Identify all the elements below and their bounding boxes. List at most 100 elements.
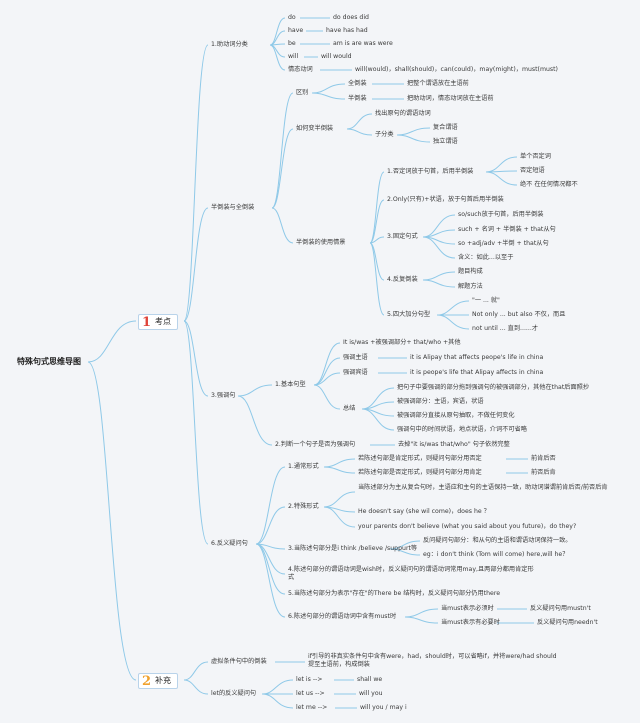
aux-val[interactable]: will would [321,53,352,60]
emp-b2-ex[interactable]: it is Alipay that affects peope's life i… [410,354,544,361]
tag-t1-b[interactable]: 若陈述句部是否定形式，则疑问句部分用肯定 [358,469,482,476]
topic-aux[interactable]: 1.助动词分类 [211,41,248,48]
emp-b1[interactable]: It is/was +被强调部分+ that/who +其他 [343,339,461,346]
aux-val[interactable]: do does did [333,14,369,21]
tag-t6-a[interactable]: 当must表示必须时 [441,605,494,612]
tag-t6[interactable]: 6.陈述句部分的谓语动词中含有must时 [288,613,397,620]
section-label: 考点 [155,317,172,326]
inv-u5-a[interactable]: "一 ... 就" [472,297,500,304]
aux-key[interactable]: 情态动词 [288,66,313,73]
emp-s2[interactable]: 被强调部分：主语，宾语，状语 [397,398,484,405]
emp-basic[interactable]: 1.基本句型 [275,381,306,388]
aux-val[interactable]: am is are was were [333,40,393,47]
lets-key[interactable]: let us --> [296,690,325,697]
inv-u1-a[interactable]: 单个否定词 [520,153,551,160]
emp-b2[interactable]: 强调主语 [343,354,368,361]
tag-t1-a2[interactable]: 前肯后否 [531,455,556,462]
emp-summary[interactable]: 总结 [343,405,356,412]
tag-t3-b[interactable]: eg：i don't think (Tom will come) here,wi… [423,551,569,558]
aux-val[interactable]: will(would)，shall(should)，can(could)，may… [355,66,558,73]
inv-u5-b[interactable]: Not only ... but also 不仅，而且 [472,311,566,318]
topic-lets[interactable]: let的反义疑问句 [211,690,257,697]
tag-t1[interactable]: 1.通常形式 [288,463,319,470]
tag-t1-a[interactable]: 若陈述句部是肯定形式，则疑问句部分用否定 [358,455,482,462]
connector [183,207,209,322]
inv-full[interactable]: 全倒装 [348,80,367,87]
tag-t5[interactable]: 5.当陈述句部分为表示"存在"的There be 结构时，反义疑问句部分仍用th… [288,590,501,597]
emp-s1[interactable]: 把句子中要强调的部分拖到强调句的被强调部分，其他在that后面照抄 [397,384,590,391]
emp-b3[interactable]: 强调宾语 [343,369,368,376]
topic-emphasis[interactable]: 3.强调句 [211,392,236,399]
tag-t6-b2[interactable]: 反义疑问句用needn't [537,619,598,626]
tag-t6-a2[interactable]: 反义疑问句用mustn't [530,605,591,612]
topic-subjunctive[interactable]: 虚拟条件句中的倒装 [211,658,267,665]
inv-u3-a[interactable]: so/such放于句首，后用半倒装 [458,211,544,218]
lets-val[interactable]: shall we [357,676,383,683]
connector [436,300,470,316]
connector [237,384,273,397]
inv-sub-2[interactable]: 独立谓语 [433,138,458,145]
inv-u1[interactable]: 1.否定词放于句首，后用半倒装 [387,168,474,175]
tag-t2[interactable]: 2.特殊形式 [288,503,319,510]
topic-inversion[interactable]: 半倒装与全倒装 [211,204,255,211]
inv-u1-c[interactable]: 绝不 在任何情况都不 [520,181,578,188]
aux-key[interactable]: will [288,53,299,60]
inv-how-1[interactable]: 找出原句的谓语动词 [375,110,431,117]
topic-tag-question[interactable]: 6.反义疑问句 [211,540,248,547]
emp-judge-desc[interactable]: 去掉"it is/was that/who" 句子依然完整 [398,441,510,448]
connector [404,608,439,618]
inv-full-desc[interactable]: 把整个谓语放在主语前 [407,80,469,87]
tag-t2-a[interactable]: 当陈述部分为主从复合句时，主语应和主句的主语保持一致，助动词谱谓前肯后否/前否后… [358,484,608,491]
connector [255,506,286,545]
inv-how[interactable]: 如何变半倒装 [296,125,334,132]
inv-usage[interactable]: 半倒装的使用情景 [296,239,346,246]
inv-half-desc[interactable]: 把助动词，情态动词放在主语前 [407,95,494,102]
tag-t6-b[interactable]: 当must表示有必要时 [441,619,500,626]
inv-u3[interactable]: 3.固定句式 [387,233,418,240]
lets-key[interactable]: let me --> [296,704,328,711]
connector [183,44,209,322]
inv-u5-c[interactable]: not until ... 直到......才 [472,325,539,332]
inv-u3-c[interactable]: so +adj/adv +半倒 + that从句 [458,240,549,247]
lets-key[interactable]: let is --> [296,676,323,683]
inv-half[interactable]: 半倒装 [348,95,367,102]
tag-t3-a[interactable]: 反问疑问句部分：和从句的主语和谓语动词保持一致。 [423,537,572,544]
connector [396,134,431,143]
inv-u2[interactable]: 2.Only(只有)+状语，放于句首后用半倒装 [387,196,504,203]
emp-s4[interactable]: 强调句中的时间状语，地点状语，介词不可省略 [397,426,527,433]
emp-s3[interactable]: 被强调部分直接从原句抽取，不做任何变化 [397,412,515,419]
emp-b3-ex[interactable]: it is peope's life that Alipay affects i… [410,369,544,376]
aux-key[interactable]: be [288,40,296,47]
connector [485,171,518,186]
aux-key[interactable]: have [288,27,304,34]
inv-u1-b[interactable]: 否定短语 [520,167,545,174]
emp-judge[interactable]: 2.判断一个句子是否为强调句 [275,441,356,448]
inv-u3-d[interactable]: 含义：如此...以至于 [458,254,514,261]
tag-t3[interactable]: 3.当陈述句部分是i think /believe /suppurt等 [288,545,418,552]
inv-u4-a[interactable]: 题目构成 [458,268,483,275]
inv-u4[interactable]: 4.反复倒装 [387,276,418,283]
inv-diff[interactable]: 区别 [296,89,309,96]
connector [361,387,395,410]
tag-t2-b[interactable]: He doesn't say (she wil come)，does he ？ [358,508,490,515]
subj-desc[interactable]: if引导的非真实条件句中含有were，had，should时，可以省略if，并将… [308,653,557,668]
inv-sub-1[interactable]: 复合谓语 [433,124,458,131]
tag-t1-b2[interactable]: 前否后肯 [531,469,556,476]
tag-t2-c[interactable]: your parents don't believe (what you sai… [358,523,577,530]
lets-val[interactable]: will you [359,690,383,697]
lets-val[interactable]: will you / may i [360,704,407,711]
aux-val[interactable]: have has had [326,27,368,34]
root-topic[interactable]: 特殊句式思维导图 [17,357,81,366]
inv-sub[interactable]: 子分类 [375,131,394,138]
inv-u5[interactable]: 5.四大加分句型 [387,311,431,318]
inv-u3-b[interactable]: such + 名词 + 半倒装 + that从句 [458,226,556,233]
tag-t4[interactable]: 4.陈述句部分的谓语动词是wish时，反义疑问句的谓语动词常用may,且两部分都… [288,566,534,581]
inv-u4-b[interactable]: 解题方法 [458,283,483,290]
connector [396,127,431,136]
connector [323,491,356,508]
connector [255,466,286,545]
connector [422,236,456,259]
aux-key[interactable]: do [288,14,296,21]
